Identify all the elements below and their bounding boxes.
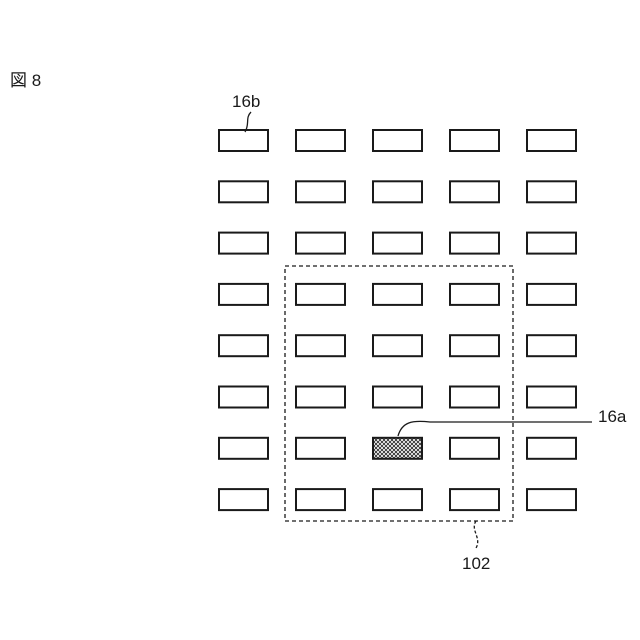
cell xyxy=(527,489,576,510)
cell xyxy=(296,130,345,151)
cell xyxy=(373,335,422,356)
cell xyxy=(219,438,268,459)
cell xyxy=(373,181,422,202)
cell xyxy=(219,130,268,151)
cell xyxy=(219,387,268,408)
figure-label: 図 8 xyxy=(10,71,41,90)
cell xyxy=(296,438,345,459)
cell xyxy=(527,233,576,254)
cell xyxy=(219,489,268,510)
cell xyxy=(527,181,576,202)
cell xyxy=(450,335,499,356)
cell xyxy=(527,387,576,408)
cell-highlighted xyxy=(373,438,422,459)
cell xyxy=(296,284,345,305)
cell xyxy=(527,438,576,459)
cell xyxy=(219,284,268,305)
leader-line-16a xyxy=(398,421,592,436)
cell xyxy=(450,284,499,305)
cell xyxy=(450,130,499,151)
cell xyxy=(219,233,268,254)
callout-102: 102 xyxy=(462,554,490,573)
callout-16b: 16b xyxy=(232,92,260,111)
cell xyxy=(373,387,422,408)
cell xyxy=(373,130,422,151)
cell xyxy=(296,489,345,510)
cell xyxy=(450,489,499,510)
callout-16a: 16a xyxy=(598,407,627,426)
cell xyxy=(296,387,345,408)
cell xyxy=(296,233,345,254)
cell xyxy=(450,387,499,408)
cell xyxy=(373,233,422,254)
leader-line-102 xyxy=(474,521,477,548)
cell xyxy=(373,284,422,305)
cell xyxy=(450,438,499,459)
cell xyxy=(450,181,499,202)
cell xyxy=(527,130,576,151)
cell xyxy=(527,335,576,356)
cell xyxy=(219,335,268,356)
cell xyxy=(296,335,345,356)
cell xyxy=(219,181,268,202)
cell-grid xyxy=(219,130,576,510)
cell xyxy=(450,233,499,254)
cell xyxy=(373,489,422,510)
cell xyxy=(527,284,576,305)
cell xyxy=(296,181,345,202)
